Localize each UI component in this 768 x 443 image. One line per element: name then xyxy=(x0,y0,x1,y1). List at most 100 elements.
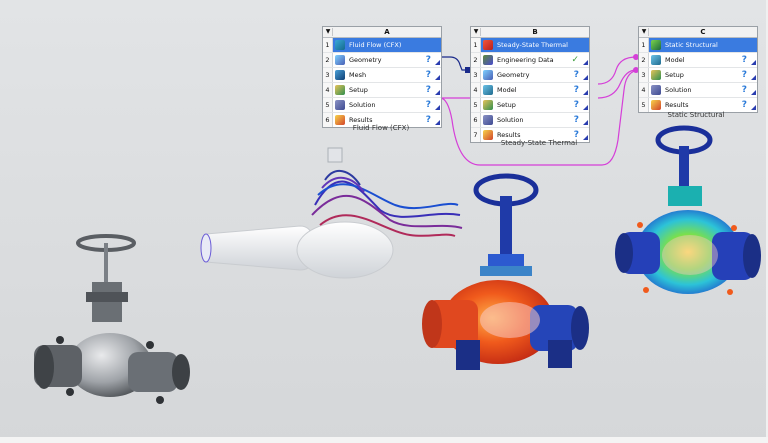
status-attention-icon: ? xyxy=(741,70,747,80)
row-number: 2 xyxy=(639,53,649,67)
cell-label: Static Structural xyxy=(665,41,718,49)
system-letter: A xyxy=(384,28,390,36)
geometry-icon xyxy=(483,70,493,80)
solution-icon xyxy=(651,85,661,95)
system-a-cell-4[interactable]: 4 Setup? xyxy=(323,83,441,98)
system-a-cell-1[interactable]: 1 Fluid Flow (CFX) xyxy=(323,38,441,53)
solution-icon xyxy=(335,100,345,110)
system-c-cell-3[interactable]: 3 Setup? xyxy=(639,68,757,83)
status-up-to-date-icon: ✓ xyxy=(571,55,579,65)
row-number: 1 xyxy=(639,38,649,52)
cell-corner-icon xyxy=(583,90,588,95)
status-attention-icon: ? xyxy=(741,85,747,95)
system-c-caption[interactable]: Static Structural xyxy=(667,111,725,119)
model-icon xyxy=(483,85,493,95)
cell-corner-icon xyxy=(435,60,440,65)
status-attention-icon: ? xyxy=(425,55,431,65)
row-number: 4 xyxy=(471,83,481,97)
cell-corner-icon xyxy=(583,120,588,125)
link-model-b4-c2 xyxy=(597,56,637,85)
collapse-arrow-icon[interactable]: ▼ xyxy=(640,28,649,36)
valve-model-thermal xyxy=(422,173,589,370)
cell-label: Results xyxy=(497,131,521,139)
cell-label: Setup xyxy=(349,86,368,94)
system-b-caption[interactable]: Steady-State Thermal xyxy=(500,139,578,147)
setup-icon xyxy=(483,100,493,110)
status-attention-icon: ? xyxy=(425,85,431,95)
status-attention-icon: ? xyxy=(573,70,579,80)
row-number: 5 xyxy=(323,98,333,112)
system-a-header: ▼ A xyxy=(323,27,441,38)
mesh-icon xyxy=(335,70,345,80)
setup-icon xyxy=(335,85,345,95)
row-number: 3 xyxy=(323,68,333,82)
row-number: 2 xyxy=(323,53,333,67)
cell-label: Geometry xyxy=(497,71,530,79)
row-number: 4 xyxy=(639,83,649,97)
status-attention-icon: ? xyxy=(573,100,579,110)
system-a-caption[interactable]: Fluid Flow (CFX) xyxy=(352,124,410,132)
system-letter: C xyxy=(700,28,706,36)
row-number: 7 xyxy=(471,128,481,142)
cell-corner-icon xyxy=(583,105,588,110)
bottom-border xyxy=(0,437,768,443)
status-attention-icon: ? xyxy=(425,115,431,125)
status-attention-icon: ? xyxy=(573,130,579,140)
status-attention-icon: ? xyxy=(741,55,747,65)
status-attention-icon: ? xyxy=(573,115,579,125)
system-b-cell-3[interactable]: 3 Geometry? xyxy=(471,68,589,83)
collapse-arrow-icon[interactable]: ▼ xyxy=(324,28,333,36)
row-number: 2 xyxy=(471,53,481,67)
row-number: 3 xyxy=(471,68,481,82)
status-attention-icon: ? xyxy=(573,85,579,95)
system-b-cell-7[interactable]: 7 Results? xyxy=(471,128,589,142)
cell-label: Mesh xyxy=(349,71,367,79)
right-border xyxy=(766,0,768,437)
system-b-cell-4[interactable]: 4 Model? xyxy=(471,83,589,98)
cell-corner-icon xyxy=(435,105,440,110)
cell-label: Steady-State Thermal xyxy=(497,41,568,49)
cfd-streamlines xyxy=(200,147,463,279)
system-c-header: ▼ C xyxy=(639,27,757,38)
cfx-icon xyxy=(335,40,345,50)
row-number: 5 xyxy=(639,98,649,112)
cell-label: Model xyxy=(497,86,517,94)
geometry-icon xyxy=(335,55,345,65)
cell-corner-icon xyxy=(583,60,588,65)
cell-label: Fluid Flow (CFX) xyxy=(349,41,402,49)
cell-label: Setup xyxy=(497,101,516,109)
cell-label: Geometry xyxy=(349,56,382,64)
model-icon xyxy=(651,55,661,65)
row-number: 1 xyxy=(471,38,481,52)
cell-label: Setup xyxy=(665,71,684,79)
valve-model-structural xyxy=(615,125,761,295)
row-number: 4 xyxy=(323,83,333,97)
system-c-cell-1[interactable]: 1 Static Structural xyxy=(639,38,757,53)
row-number: 1 xyxy=(323,38,333,52)
system-a-fluid-flow-cfx[interactable]: ▼ A 1 Fluid Flow (CFX) 2 Geometry? 3 Mesh? 4 Se… xyxy=(322,26,442,128)
system-a-cell-2[interactable]: 2 Geometry? xyxy=(323,53,441,68)
row-number: 3 xyxy=(639,68,649,82)
row-number: 6 xyxy=(471,113,481,127)
link-setup-b5-c3 xyxy=(597,69,637,99)
status-attention-icon: ? xyxy=(741,100,747,110)
results-icon xyxy=(483,130,493,140)
setup-icon xyxy=(651,70,661,80)
static-structural-icon xyxy=(651,40,661,50)
system-b-cell-1[interactable]: 1 Steady-State Thermal xyxy=(471,38,589,53)
collapse-arrow-icon[interactable]: ▼ xyxy=(472,28,481,36)
cell-label: Solution xyxy=(349,101,376,109)
cell-corner-icon xyxy=(751,60,756,65)
